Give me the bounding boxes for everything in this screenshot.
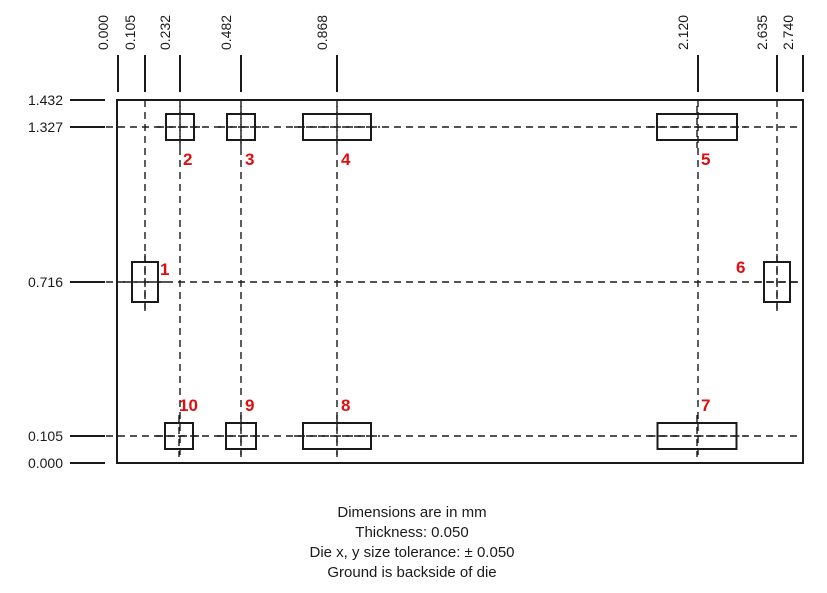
note-tolerance: Die x, y size tolerance: ± 0.050	[309, 544, 515, 561]
pad-number-label-4: 4	[341, 150, 351, 169]
y-dimension-label: 1.432	[27, 92, 63, 108]
x-dimension-label: 0.868	[314, 14, 330, 50]
notes-block: Dimensions are in mm Thickness: 0.050 Di…	[0, 503, 824, 583]
x-dimension-label: 0.232	[157, 14, 173, 50]
pad-number-label-7: 7	[701, 396, 711, 415]
pad-number-label-6: 6	[736, 258, 746, 277]
y-dimension-label: 0.105	[27, 428, 63, 444]
pad-number-label-2: 2	[183, 150, 193, 169]
x-dimension-label: 2.120	[675, 14, 691, 50]
pad-number-label-10: 10	[179, 396, 198, 415]
pad-number-label-5: 5	[701, 150, 711, 169]
y-dimension-label: 0.000	[27, 455, 63, 471]
x-dimension-label: 0.105	[122, 14, 138, 50]
note-ground: Ground is backside of die	[327, 564, 497, 581]
pad-number-label-9: 9	[245, 396, 255, 415]
y-dimension-label: 1.327	[27, 119, 63, 135]
y-dimension-label: 0.716	[27, 274, 63, 290]
x-dimension-label: 2.740	[780, 14, 796, 50]
x-dimension-label: 0.482	[218, 14, 234, 50]
note-thickness: Thickness: 0.050	[355, 524, 469, 541]
note-units: Dimensions are in mm	[337, 504, 487, 521]
pad-number-label-3: 3	[245, 150, 255, 169]
pad-number-label-1: 1	[160, 260, 170, 279]
pad-number-label-8: 8	[341, 396, 351, 415]
x-dimension-label: 0.000	[95, 14, 111, 50]
x-dimension-label: 2.635	[754, 14, 770, 50]
